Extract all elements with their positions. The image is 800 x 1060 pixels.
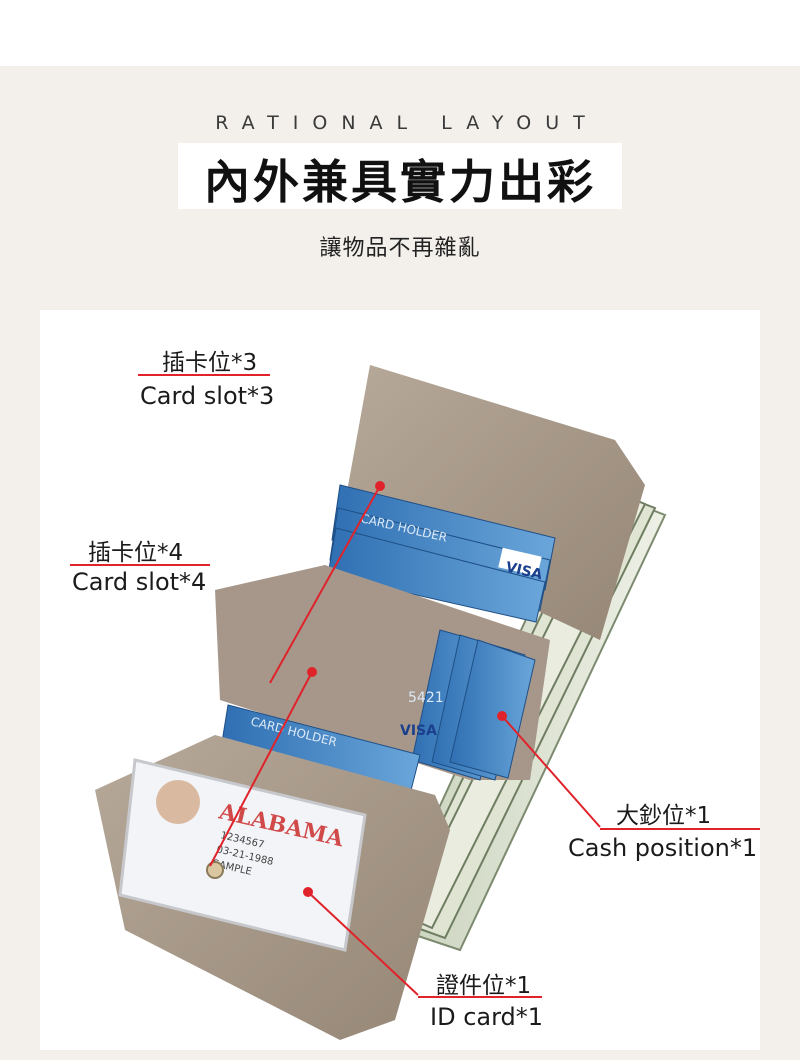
- underline-card-slot-4: [70, 564, 210, 566]
- callout-id-card-en: ID card*1: [430, 1003, 544, 1031]
- subtitle-en: RATIONAL LAYOUT: [215, 112, 599, 134]
- leader-card-slot-3: [269, 485, 381, 684]
- callout-id-card-zh: 證件位*1: [436, 973, 532, 999]
- callout-card-slot-4-en: Card slot*4: [72, 568, 207, 596]
- underline-card-slot-3: [138, 374, 270, 376]
- leader-id-card: [307, 891, 419, 996]
- wallet-back-panel: [340, 365, 645, 640]
- callout-card-slot-4-zh: 插卡位*4: [88, 540, 184, 566]
- leader-card-slot-4: [209, 671, 313, 867]
- title-highlight-box: [178, 143, 622, 209]
- card-number: 5421: [408, 690, 444, 706]
- wallet-photo: CARD HOLDER VISA 5421 VISA CARD HOLDER A…: [40, 310, 760, 1050]
- callout-card-slot-3-en: Card slot*3: [140, 382, 275, 410]
- underline-id-card: [418, 996, 542, 998]
- underline-cash: [600, 828, 760, 830]
- wallet-illustration: CARD HOLDER VISA 5421 VISA CARD HOLDER A…: [95, 365, 667, 1040]
- card-slot-4-cards: [411, 629, 536, 781]
- visa-logo-2: VISA: [400, 723, 437, 739]
- card-slot-3-cards: [327, 484, 556, 623]
- page-title: 內外兼具實力出彩: [204, 155, 596, 209]
- callout-cash-en: Cash position*1: [568, 834, 758, 862]
- snap-button: [206, 861, 224, 879]
- callout-card-slot-3-zh: 插卡位*3: [162, 350, 258, 376]
- callout-cash-zh: 大鈔位*1: [616, 803, 712, 829]
- tagline: 讓物品不再雜亂: [319, 236, 481, 261]
- leader-cash: [501, 715, 601, 828]
- id-photo: [156, 780, 200, 824]
